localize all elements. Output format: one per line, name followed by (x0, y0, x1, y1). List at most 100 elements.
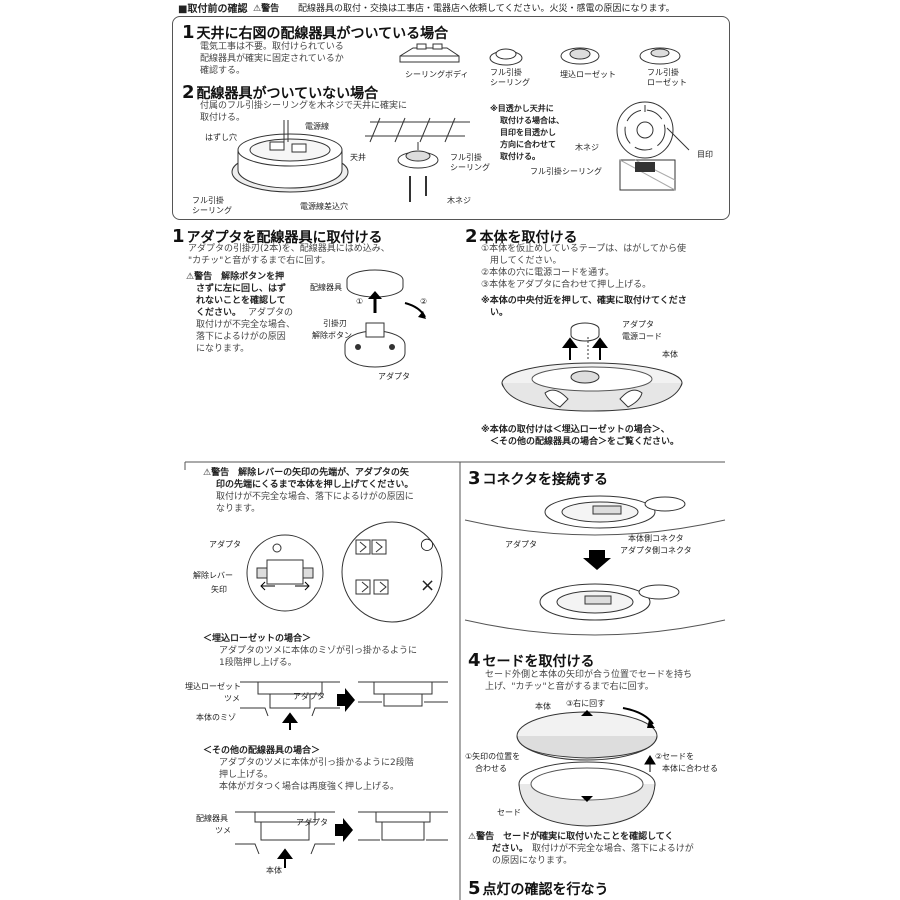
ng-mark: × (420, 575, 436, 596)
lever-warn-4: なります。 (216, 504, 261, 514)
note-line-2: 取付ける場合は、 (500, 116, 564, 125)
lever-warn-3: 取付けが不完全な場合、落下によるけがの原因に (216, 492, 414, 502)
full-hook-ceiling-icon (489, 48, 523, 66)
label-adapter-6: アダプタ (505, 540, 537, 549)
label-adapter: アダプタ (378, 372, 410, 381)
step-4-warn-2: ださい。 (492, 844, 529, 854)
label-arrow: 矢印 (211, 585, 227, 594)
note-line-3: 目印を目透かし (500, 128, 556, 137)
label-ceiling: 天井 (350, 153, 366, 162)
label-release-button: 解除ボタン (312, 331, 352, 340)
step-1-body-2: "カチッ"と音がするまで右に回す。 (188, 256, 331, 266)
step-2-body-4: ③本体をアダプタに合わせて押し上げる。 (481, 280, 652, 290)
label-full-ceiling-3: フル引掛シーリング (530, 167, 602, 176)
label-adapter-4: アダプタ (293, 692, 325, 701)
step-4-warn-1: ⚠警告 セードが確実に取付いたことを確認してく (468, 832, 674, 842)
other-body-3: 本体がガタつく場合は再度強く押し上げる。 (219, 782, 400, 792)
release-lever-illustration (246, 534, 324, 612)
label-c1: ① (356, 297, 364, 306)
label-adapter-2: アダプタ (622, 320, 654, 329)
label-fixture: 配線器具 (310, 283, 342, 292)
arrow-alignment-detail (341, 521, 443, 623)
lever-warn-1: ⚠警告 解除レバーの矢印の先端が、アダプタの矢 (203, 468, 409, 478)
step-1-body-1: アダプタの引掛刃(2本)を、配線器具にはめ込み、 (188, 244, 390, 254)
right-arrow-2 (335, 818, 353, 842)
label-adapter-5: アダプタ (296, 818, 328, 827)
step-1-warn-6: 取付けが不完全な場合、 (196, 320, 296, 330)
label-blade: 引掛刃 (323, 319, 347, 328)
step-2-body-3: ②本体の穴に電源コードを通す。 (481, 268, 615, 278)
label-c2: ② (420, 297, 428, 306)
embedded-before-illustration (240, 681, 340, 730)
label-claw-2: ツメ (215, 826, 231, 835)
label-mark: 目印 (697, 150, 713, 159)
header-warning-mark: ⚠警告 (253, 4, 280, 14)
fixture-label-embedded-rosette: 埋込ローゼット (560, 70, 616, 79)
fixture-label-ceiling-body: シーリングボディ (405, 70, 469, 79)
other-body-2: 押し上げる。 (219, 770, 274, 780)
label-claw: ツメ (224, 694, 240, 703)
other-before-illustration (235, 811, 335, 868)
label-fixture-2: 配線器具 (196, 814, 228, 823)
connector-after-illustration (464, 583, 726, 636)
down-arrow (583, 550, 611, 570)
step-4-warn-3: 取付けが不完全な場合、落下によるけが (532, 844, 694, 854)
embedded-body-1: アダプタのツメに本体のミゾが引っ掛かるように (219, 646, 418, 656)
label-power-wire: 電源線 (305, 122, 329, 131)
lever-warn-2: 印の先端にくるまで本体を押し上げてください。 (216, 480, 414, 490)
label-rosette: 埋込ローゼット (185, 682, 241, 691)
note-line-4: 方向に合わせて (500, 140, 556, 149)
step-2-note-2: い。 (490, 308, 509, 318)
label-align-2b: 本体に合わせる (662, 764, 718, 773)
label-body-3: 本体 (535, 702, 551, 711)
embedded-title: ＜埋込ローゼットの場合＞ (203, 634, 312, 644)
label-hole: はずし穴 (205, 133, 237, 142)
label-body-connector: 本体側コネクタ (628, 534, 684, 543)
label-body: 本体 (662, 350, 678, 359)
fixture-label-full-rosette: フル引掛 ローゼット (647, 68, 687, 87)
label-insert-hole: 電源線差込穴 (300, 202, 348, 211)
step-1-warn-1: ⚠警告 解除ボタンを押 (186, 272, 285, 282)
shade-mount-illustration (516, 707, 658, 827)
other-body-1: アダプタのツメに本体が引っ掛かるように2段階 (219, 758, 414, 768)
label-full-ceiling-2: フル引掛 シーリング (450, 153, 490, 172)
connector-before-illustration (464, 495, 726, 536)
step-1-warn-5: アダプタの (248, 308, 294, 318)
rosette-top-view (616, 101, 690, 191)
embedded-body-2: 1段階押し上げる。 (219, 658, 297, 668)
label-shade: セード (497, 808, 521, 817)
label-wood-screw: 木ネジ (447, 196, 471, 205)
step-1-warn-7: 落下によるけがの原因 (196, 332, 286, 342)
other-after-illustration (358, 811, 448, 841)
ceiling-body-icon (399, 43, 460, 63)
step-2-body-2: 用してください。 (481, 256, 562, 266)
step-4-body-1: セード外側と本体の矢印が合う位置でセードを持ち (485, 670, 693, 680)
label-body-2: 本体 (266, 866, 282, 875)
step-1-warn-2: さずに左に回し、はず (196, 284, 287, 294)
step-4-body-2: 上げ、"カチッ"と音がするまで右に回す。 (485, 682, 654, 692)
pre-s1-body-1: 電気工事は不要。取付けられている (200, 42, 344, 52)
note-line-1: ※目透かし天井に (490, 104, 554, 113)
embedded-after-illustration (358, 681, 448, 707)
label-groove: 本体のミゾ (196, 713, 236, 722)
full-hook-rosette-icon (639, 47, 681, 65)
label-align-1b: 合わせる (475, 764, 507, 773)
pre-s1-body-2: 配線器具が確実に固定されているか (200, 54, 344, 64)
ceiling-grid-illustration (365, 117, 470, 202)
ok-mark: ○ (420, 534, 434, 553)
step-2-body-1: ①本体を仮止めしているテープは、はがしてから使 (481, 244, 686, 254)
pre-s2-body-2: 取付ける。 (200, 113, 246, 123)
embedded-rosette-icon (560, 47, 600, 65)
step-1-warn-3: れないことを確認して (196, 296, 286, 306)
ceiling-body-illustration (231, 120, 349, 193)
pre-check-box (172, 16, 730, 220)
label-cord: 電源コード (622, 332, 662, 341)
step-4-warn-4: の原因になります。 (492, 856, 573, 866)
